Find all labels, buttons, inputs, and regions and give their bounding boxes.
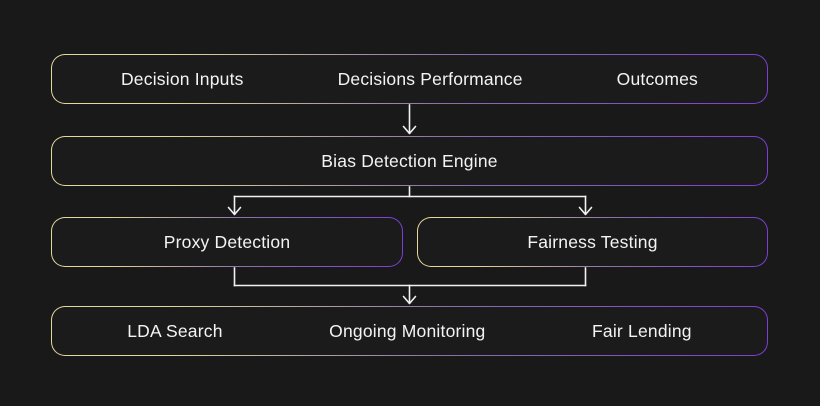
connector-inputs-to-engine — [402, 104, 417, 135]
label-fairness-testing: Fairness Testing — [527, 231, 658, 252]
node-proxy-detection-content: Proxy Detection — [52, 218, 402, 266]
node-inputs-row-content: Decision Inputs Decisions Performance Ou… — [52, 55, 767, 103]
node-outputs-row[interactable]: LDA Search Ongoing Monitoring Fair Lendi… — [51, 306, 768, 356]
label-ongoing-monitoring: Ongoing Monitoring — [329, 320, 486, 341]
label-lda-search: LDA Search — [127, 320, 223, 341]
connector-methods-to-outputs — [233, 267, 587, 305]
label-fair-lending: Fair Lending — [592, 320, 692, 341]
label-decisions-performance: Decisions Performance — [337, 68, 523, 89]
node-engine-content: Bias Detection Engine — [52, 137, 767, 185]
label-proxy-detection: Proxy Detection — [163, 231, 291, 252]
connector-engine-to-methods — [227, 186, 593, 216]
label-outcomes: Outcomes — [616, 68, 698, 89]
node-fairness-testing[interactable]: Fairness Testing — [417, 217, 768, 267]
node-outputs-row-content: LDA Search Ongoing Monitoring Fair Lendi… — [52, 307, 767, 355]
label-bias-detection-engine: Bias Detection Engine — [321, 150, 498, 171]
node-bias-detection-engine[interactable]: Bias Detection Engine — [51, 136, 768, 186]
node-fairness-testing-content: Fairness Testing — [418, 218, 767, 266]
node-proxy-detection[interactable]: Proxy Detection — [51, 217, 403, 267]
label-decision-inputs: Decision Inputs — [120, 68, 244, 89]
node-decision-inputs-row[interactable]: Decision Inputs Decisions Performance Ou… — [51, 54, 768, 104]
